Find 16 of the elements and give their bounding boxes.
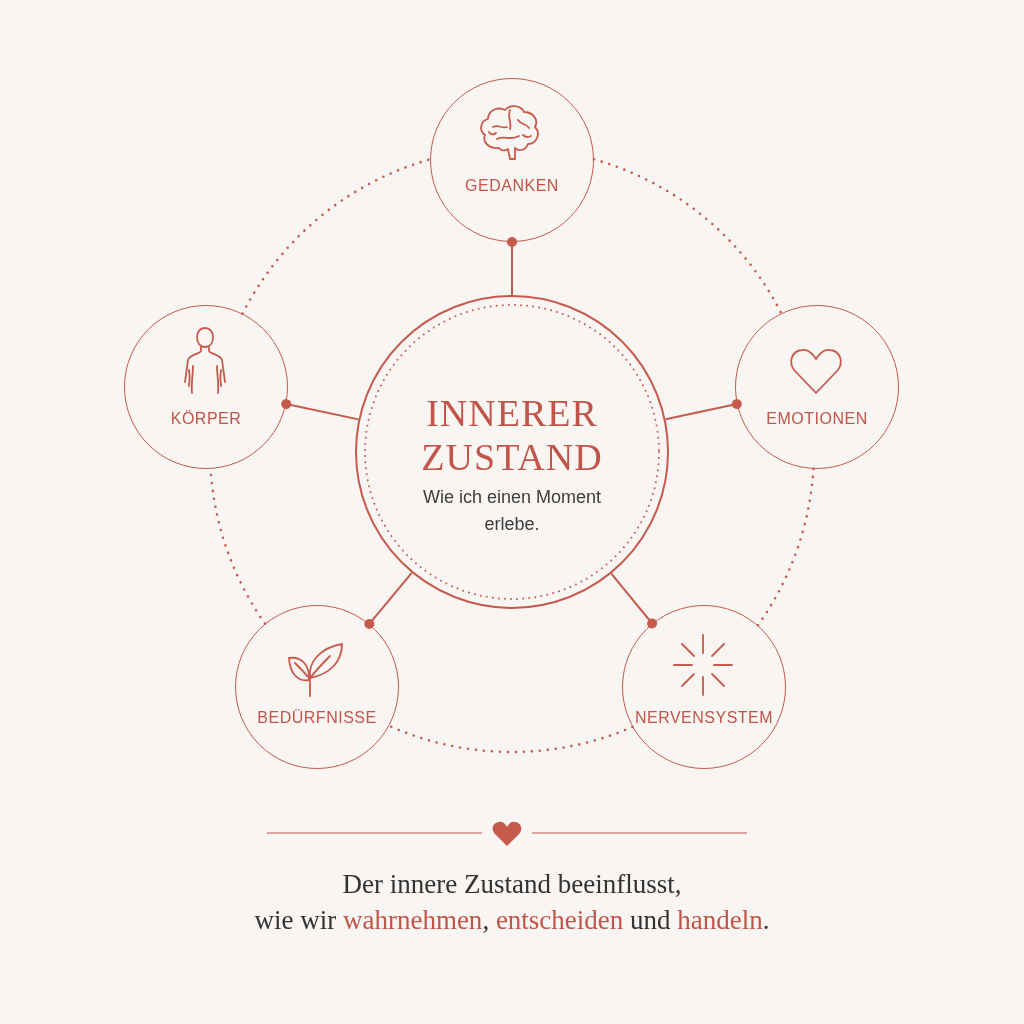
node-label: NERVENSYSTEM	[634, 709, 774, 728]
connector-line	[507, 237, 517, 296]
center-subtitle: Wie ich einen Moment erlebe.	[421, 486, 603, 536]
connector-line	[364, 571, 413, 629]
connector-line	[664, 399, 742, 421]
connector-line	[281, 399, 360, 421]
center-title: INNERER ZUSTAND	[421, 391, 603, 479]
node-label: GEDANKEN	[465, 177, 559, 196]
node-label: KÖRPER	[170, 410, 242, 429]
dotted-connector	[387, 724, 634, 754]
node-label: EMOTIONEN	[766, 410, 868, 429]
node-label: BEDÜRFNISSE	[257, 709, 377, 728]
dotted-connector	[756, 467, 815, 627]
dotted-connector	[241, 158, 432, 315]
dotted-connector	[592, 158, 783, 315]
caption-text: Der innere Zustand beeinflusst, wie wir wahrnehmen, entscheiden und handeln.	[253, 868, 771, 937]
